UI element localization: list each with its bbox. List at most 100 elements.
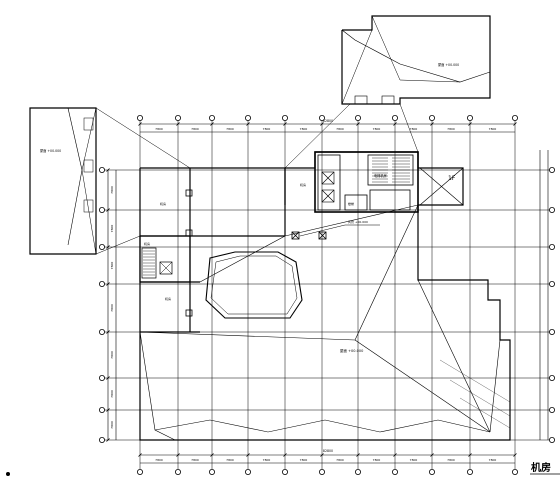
- axis-bubble-left: [99, 243, 106, 250]
- left-spacing-label: 7800: [110, 186, 114, 194]
- axis-bubble-top: [512, 115, 519, 122]
- axis-bubbles: [99, 115, 556, 475]
- stair-label: 楼梯: [348, 201, 354, 206]
- dim-tick: [320, 122, 324, 126]
- axis-bubble-right: [549, 436, 556, 443]
- top-dimension-total: 82800: [323, 119, 333, 123]
- axis-bubble-top: [174, 115, 181, 122]
- roof-left-box-label: 屋面 +00.000: [40, 148, 61, 153]
- top-spacing-label: 7800: [410, 127, 418, 131]
- bottom-spacing-label: 7800: [447, 458, 455, 462]
- bottom-spacing-label: 7800: [191, 458, 199, 462]
- dim-tick: [283, 453, 287, 457]
- axis-bubble-bottom: [391, 468, 398, 475]
- left-spacing-label: 7800: [110, 390, 114, 398]
- floor-tag: 1F: [448, 175, 456, 182]
- bottom-spacing-label: 7800: [226, 458, 234, 462]
- dim-tick: [106, 168, 110, 172]
- axis-bubble-bottom: [354, 468, 361, 475]
- axis-bubble-top: [428, 115, 435, 122]
- room-lower-left-label: 机房: [165, 296, 171, 301]
- dim-tick: [138, 453, 142, 457]
- axis-bubble-left: [99, 280, 106, 287]
- top-spacing-label: 7800: [155, 127, 163, 131]
- dim-tick: [393, 122, 397, 126]
- pipe-note: 风管 +00.000: [348, 219, 368, 224]
- dimension-lines: [107, 123, 549, 464]
- detail-box-top: [284, 15, 491, 169]
- dim-tick: [176, 122, 180, 126]
- dim-tick: [106, 438, 110, 442]
- dim-tick: [210, 122, 214, 126]
- core-block: [314, 151, 419, 213]
- axis-bubble-top: [466, 115, 473, 122]
- axis-bubble-left: [99, 436, 106, 443]
- dimension-texts: 7800 7800 7800 7800 7800 7800 7800 7800 7800 7800…: [110, 127, 496, 462]
- top-spacing-label: 7800: [373, 127, 381, 131]
- top-spacing-label: 7800: [336, 127, 344, 131]
- left-spacing-label: 7800: [110, 262, 114, 270]
- dim-tick: [106, 408, 110, 412]
- core-room-label: 电梯机房: [374, 173, 387, 178]
- dim-tick: [106, 208, 110, 212]
- axis-bubble-right: [549, 328, 556, 335]
- bottom-spacing-label: 7800: [410, 458, 418, 462]
- dim-tick: [138, 122, 142, 126]
- top-spacing-label: 7800: [489, 127, 497, 131]
- axis-bubble-left: [99, 328, 106, 335]
- axis-bubble-right: [549, 166, 556, 173]
- dim-tick: [393, 453, 397, 457]
- room-mid-label: 机房: [160, 201, 166, 206]
- axis-bubble-left: [99, 206, 106, 213]
- axis-bubble-top: [244, 115, 251, 122]
- dim-tick: [513, 453, 517, 457]
- bottom-spacing-label: 7800: [336, 458, 344, 462]
- dim-tick: [468, 453, 472, 457]
- dim-tick: [106, 282, 110, 286]
- left-room-block: [139, 235, 191, 283]
- left-spacing-label: 7800: [110, 304, 114, 312]
- top-spacing-label: 7800: [263, 127, 271, 131]
- axis-bubble-right: [549, 206, 556, 213]
- slope-hatch: [439, 359, 511, 429]
- axis-bubble-right: [549, 243, 556, 250]
- dim-tick: [356, 122, 360, 126]
- equipment-markers: [185, 189, 327, 317]
- bottom-spacing-label: 7800: [300, 458, 308, 462]
- detail-box-left: [29, 107, 191, 255]
- origin-marker: [6, 472, 10, 476]
- dim-tick: [106, 330, 110, 334]
- octagonal-roof: [205, 251, 303, 319]
- axis-bubble-top: [391, 115, 398, 122]
- axis-bubble-bottom: [208, 468, 215, 475]
- axis-bubble-bottom: [428, 468, 435, 475]
- top-spacing-label: 7800: [447, 127, 455, 131]
- axis-bubble-bottom: [174, 468, 181, 475]
- axis-bubble-left: [99, 374, 106, 381]
- roof-main-label: 屋面 +00.000: [340, 348, 363, 353]
- left-spacing-label: 7800: [110, 421, 114, 429]
- core-elevators: [321, 171, 335, 203]
- bottom-spacing-label: 7800: [373, 458, 381, 462]
- axis-bubble-right: [549, 374, 556, 381]
- left-stair-treads: [143, 250, 155, 276]
- dim-tick: [106, 245, 110, 249]
- bottom-spacing-label: 7800: [263, 458, 271, 462]
- axis-bubble-bottom: [466, 468, 473, 475]
- axis-bubble-top: [136, 115, 143, 122]
- axis-bubble-bottom: [512, 468, 519, 475]
- dim-tick: [246, 453, 250, 457]
- axis-bubble-top: [208, 115, 215, 122]
- axis-bubble-right: [549, 406, 556, 413]
- axis-bubble-bottom: [281, 468, 288, 475]
- top-spacing-label: 7800: [226, 127, 234, 131]
- dim-tick: [176, 453, 180, 457]
- bottom-spacing-label: 7800: [489, 458, 497, 462]
- axis-bubble-bottom: [136, 468, 143, 475]
- axis-bubble-top: [354, 115, 361, 122]
- core-stair-treads: [372, 157, 410, 183]
- dim-tick: [283, 122, 287, 126]
- drawing-title: 机房: [531, 461, 551, 474]
